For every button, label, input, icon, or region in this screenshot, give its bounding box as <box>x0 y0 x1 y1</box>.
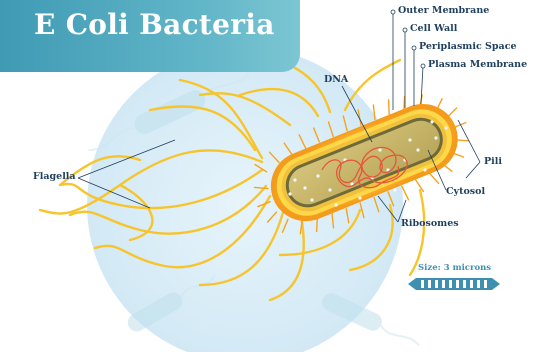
scale-bar <box>408 278 500 290</box>
label-plasma-membrane: Plasma Membrane <box>428 59 527 70</box>
label-pili: Pili <box>484 156 502 167</box>
label-cell-wall: Cell Wall <box>410 23 457 34</box>
scale-label: Size: 3 microns <box>418 263 491 273</box>
label-outer-membrane: Outer Membrane <box>398 5 489 16</box>
label-ribosomes: Ribosomes <box>401 218 459 229</box>
label-periplasmic-space: Periplasmic Space <box>419 41 517 52</box>
diagram-title: E Coli Bacteria <box>34 8 275 41</box>
label-dna: DNA <box>324 74 348 85</box>
title-banner: E Coli Bacteria <box>0 0 300 72</box>
label-flagella: Flagella <box>33 171 76 182</box>
label-cytosol: Cytosol <box>446 186 485 197</box>
